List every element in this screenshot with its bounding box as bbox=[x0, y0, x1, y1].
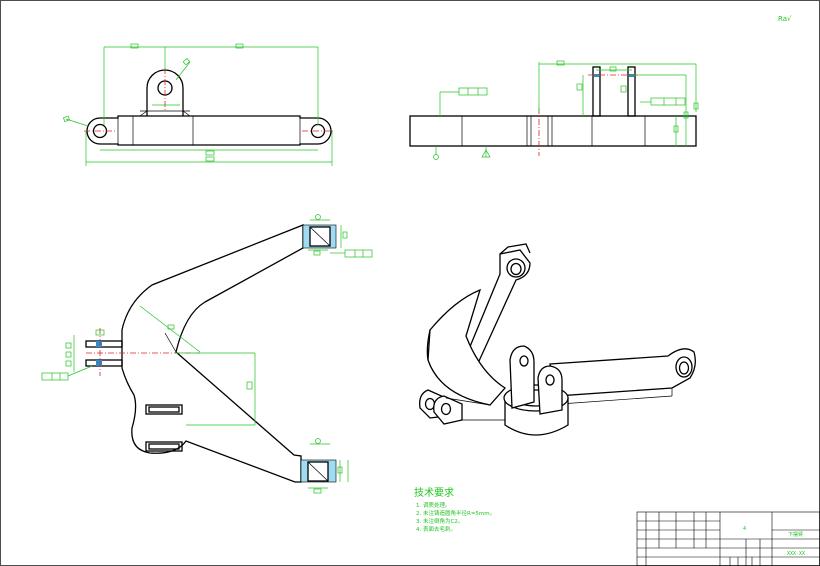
tech-req-title: 技术要求 bbox=[414, 486, 454, 499]
roughness-symbol: Ra√ bbox=[778, 15, 792, 23]
technical-requirements: 技术要求 1. 调质处理。 2. 未注铸造圆角半径R=5mm。 3. 未注倒角为… bbox=[414, 486, 495, 533]
isometric-view bbox=[419, 243, 696, 436]
tech-req-item-3: 3. 未注倒角为C2。 bbox=[416, 517, 463, 525]
tech-req-item-4: 4. 表面去毛刺。 bbox=[416, 525, 456, 533]
tech-req-item-2: 2. 未注铸造圆角半径R=5mm。 bbox=[416, 509, 495, 517]
front-view bbox=[62, 43, 334, 166]
title-block-name: 下摆臂 bbox=[788, 531, 803, 538]
plan-view bbox=[41, 214, 373, 494]
tech-req-item-1: 1. 调质处理。 bbox=[416, 501, 451, 509]
title-block: 4 下摆臂 XXX-XX bbox=[636, 511, 820, 566]
title-block-code: XXX-XX bbox=[787, 551, 805, 557]
side-view bbox=[409, 60, 699, 160]
title-block-mark: 4 bbox=[743, 526, 746, 532]
